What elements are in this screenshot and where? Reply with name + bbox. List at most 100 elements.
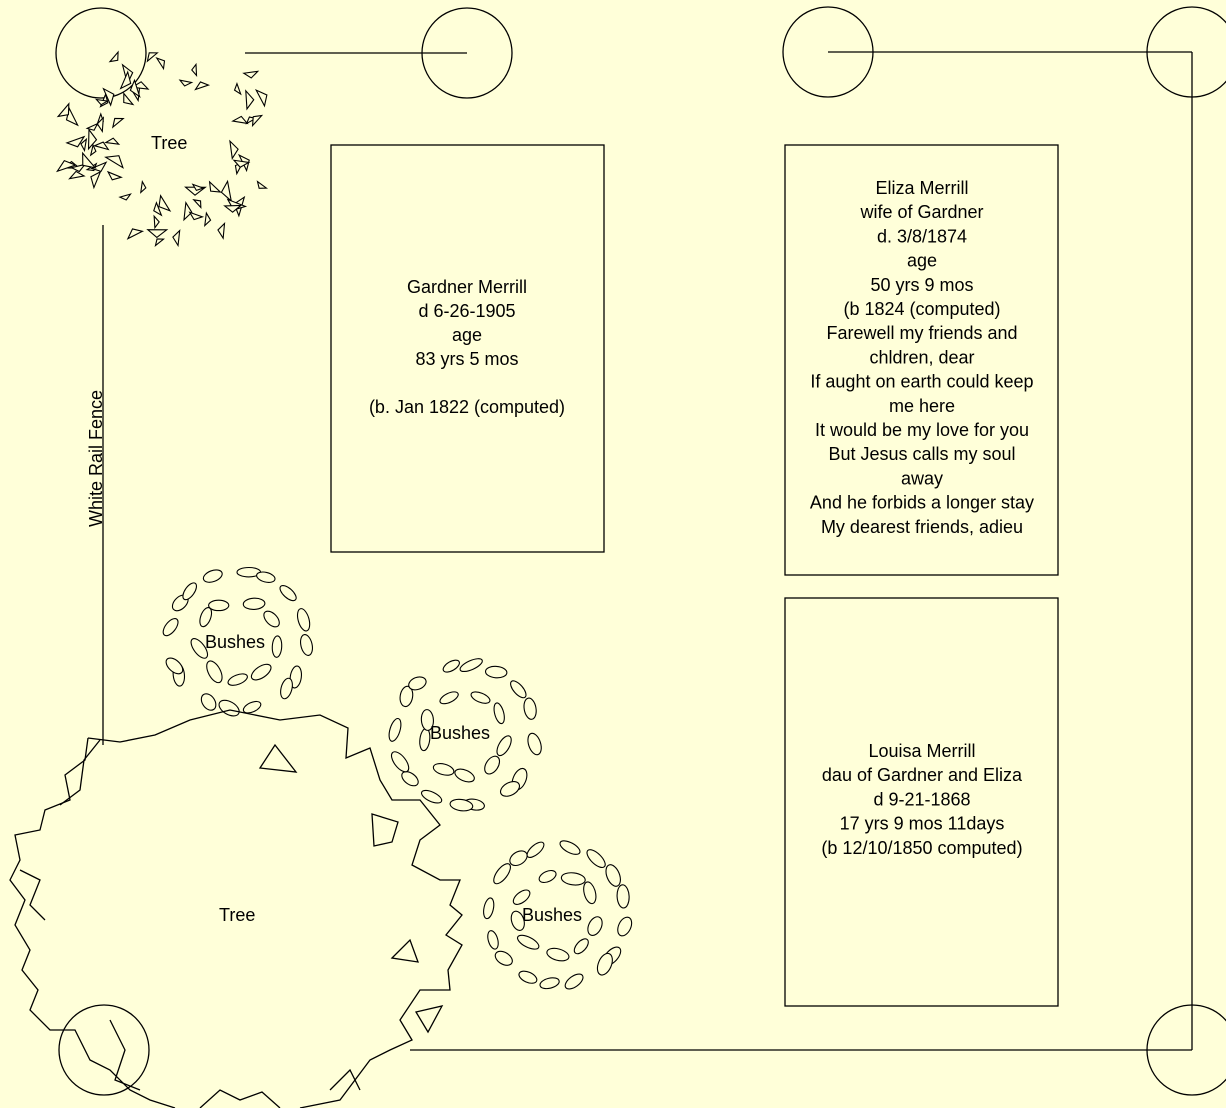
leaf (56, 102, 70, 118)
leaf (586, 849, 606, 869)
tree-bottom (9, 709, 463, 1108)
leaf (90, 170, 102, 190)
leaf (390, 751, 410, 773)
leaf (178, 79, 194, 87)
leaf (95, 98, 110, 106)
corner-post (421, 7, 513, 99)
leaf (89, 161, 108, 173)
leaf (191, 62, 198, 78)
leaf (220, 179, 233, 203)
inscription-line: But Jesus calls my soul (828, 444, 1015, 464)
inscription-line: (b 1824 (computed) (843, 299, 1000, 319)
leaf (616, 884, 630, 909)
inscription-line: d. 3/8/1874 (877, 226, 967, 246)
leaf (289, 665, 303, 689)
leaf (242, 700, 262, 714)
leaf (232, 159, 251, 168)
corner-post (1146, 6, 1226, 98)
inscription-line: age (907, 251, 937, 271)
leaf (442, 659, 460, 673)
leaf (408, 676, 427, 691)
inscription-line: chldren, dear (869, 347, 974, 367)
leaf (439, 691, 459, 705)
leaf (299, 634, 314, 656)
inscription-line: age (452, 325, 482, 345)
leaf (129, 78, 141, 98)
fence-label: White Rail Fence (86, 390, 106, 527)
tree-top (55, 50, 269, 248)
corner-post (1146, 1004, 1226, 1096)
leaf (118, 193, 132, 201)
leaf (139, 180, 147, 194)
leaf (484, 665, 508, 679)
leaf (512, 889, 531, 905)
leaf (587, 916, 603, 936)
plot-boundary (245, 51, 1193, 1051)
leaf (192, 198, 202, 209)
leaf (155, 57, 166, 71)
inscription-line: (b 12/10/1850 computed) (821, 838, 1022, 858)
leaf (539, 977, 560, 990)
inscription-line: wife of Gardner (859, 202, 983, 222)
leaf (111, 117, 125, 129)
leaf (188, 211, 205, 221)
leaf (493, 702, 505, 725)
leaf (526, 841, 545, 859)
inscription-line: It would be my love for you (815, 420, 1029, 440)
leaf (493, 863, 511, 885)
leaf (523, 697, 537, 720)
bush-label: Bushes (430, 723, 490, 743)
leaf (279, 585, 297, 602)
leaf (510, 680, 527, 699)
leaf (102, 87, 115, 107)
inscription-line: 17 yrs 9 mos 11days (840, 814, 1005, 834)
inscription-line: d 9-21-1868 (873, 789, 970, 809)
leaf (242, 70, 260, 79)
leaf (190, 638, 209, 659)
leaf (546, 947, 570, 962)
leaf (183, 201, 193, 222)
leaf (202, 569, 223, 583)
inscription-line: me here (889, 396, 955, 416)
inscription-line: dau of Gardner and Eliza (822, 765, 1023, 785)
leaf (573, 938, 589, 955)
corner-post (55, 7, 147, 99)
leaf (510, 910, 525, 931)
leaf (218, 699, 240, 717)
leaf (420, 789, 443, 804)
leaf (146, 229, 169, 239)
inscription-line: 50 yrs 9 mos (870, 275, 973, 295)
leaf (231, 115, 249, 125)
leaf (126, 228, 145, 240)
leaf (483, 897, 495, 920)
leaf (119, 70, 132, 90)
leaf (208, 599, 230, 612)
corner-post (782, 6, 874, 98)
leaf (388, 717, 402, 742)
bush-3 (483, 840, 633, 990)
leaf (153, 201, 163, 217)
inscription-line: My dearest friends, adieu (821, 517, 1023, 537)
leaf (527, 732, 542, 756)
leaf (108, 50, 119, 63)
leaf (65, 135, 86, 148)
leaf (605, 864, 621, 887)
leaf (494, 950, 513, 966)
leaf (509, 850, 528, 867)
leaf (229, 139, 239, 160)
leaf (254, 88, 268, 108)
leaf (596, 952, 613, 976)
inscription-line: 83 yrs 5 mos (415, 349, 518, 369)
leaf (560, 872, 586, 886)
leaf (217, 222, 226, 240)
leaf (399, 685, 414, 708)
leaf (106, 170, 123, 181)
leaf (256, 180, 269, 189)
bush-label: Bushes (522, 905, 582, 925)
corner-posts (55, 6, 1226, 1096)
leaf (296, 608, 311, 632)
inscription-line: Gardner Merrill (407, 277, 527, 297)
